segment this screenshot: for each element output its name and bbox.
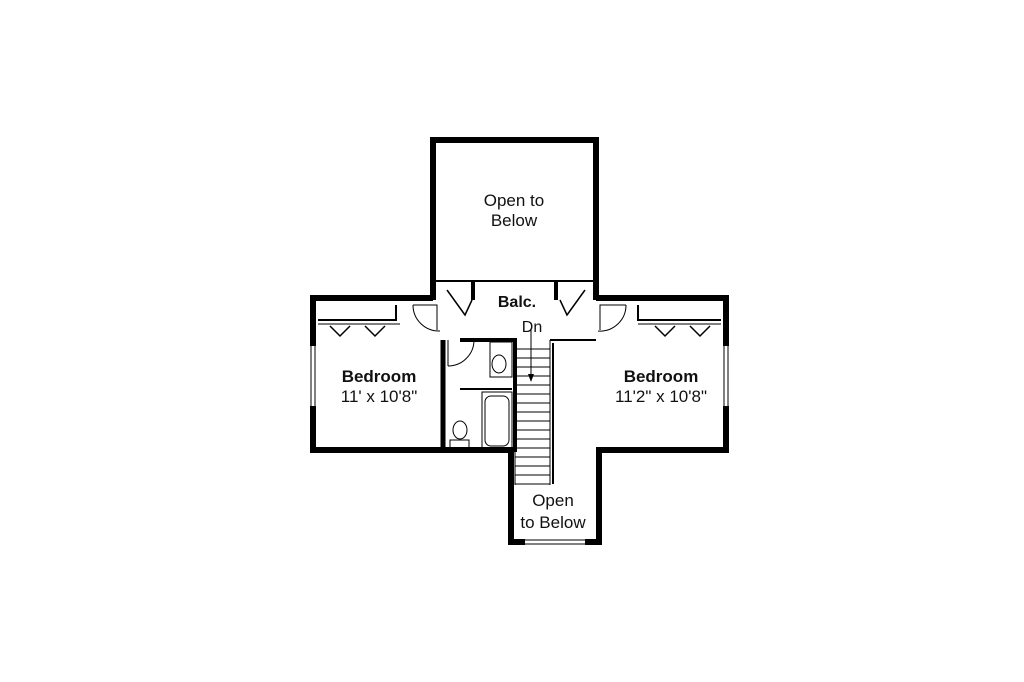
stair-direction-label: Dn: [522, 319, 542, 336]
bath-fixtures: [449, 341, 513, 449]
interior-walls: [318, 280, 721, 452]
bedroom-right-size: 11'2" x 10'8": [615, 387, 707, 406]
bedroom-right-name: Bedroom: [624, 367, 699, 386]
open-top-label-line2: Below: [491, 211, 538, 230]
staircase: [514, 340, 554, 485]
closet-doors: [329, 289, 711, 338]
swing-doors: [412, 304, 627, 367]
windows: [308, 346, 731, 547]
balcony-label: Balc.: [498, 294, 536, 311]
bedroom-left-name: Bedroom: [342, 367, 417, 386]
open-bottom-label-line2: to Below: [520, 513, 586, 532]
open-top-label-line1: Open to: [484, 191, 545, 210]
bedroom-left-size: 11' x 10'8": [341, 387, 417, 406]
open-bottom-label-line1: Open: [532, 491, 574, 510]
stair-arrow-icon: [528, 330, 534, 382]
